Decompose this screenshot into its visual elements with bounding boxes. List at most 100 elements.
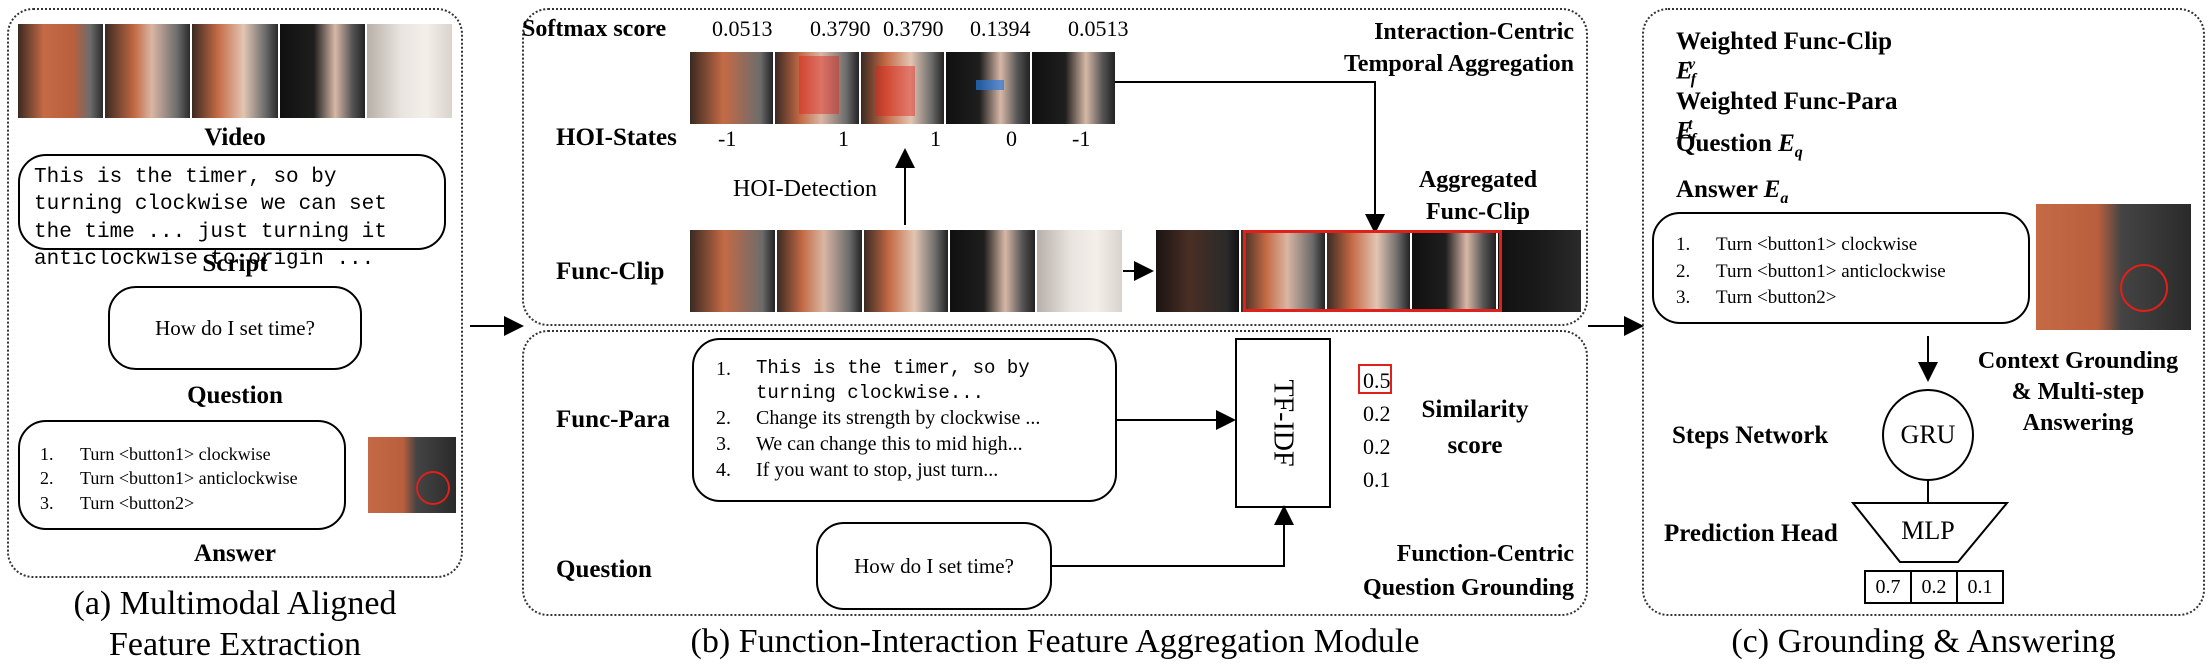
func-clip-frame [776,230,862,312]
similarity-scores: 0.5 0.2 0.2 0.1 [1358,364,1408,496]
steps-label: Steps Network [1672,422,1829,449]
hoi-detection-box [874,66,915,116]
context-line1: Context Grounding [1977,348,2179,374]
hoi-states: -1 1 1 0 -1 [690,126,1115,154]
weighted-para-sup: t [1688,116,1693,133]
answer-sub: a [1780,190,1789,207]
panel-b-bottom [522,330,1588,616]
answer-thumbnail-c [2036,204,2191,330]
tca-line2: Temporal Aggregation [1343,51,1574,78]
aggregated-line1: Aggregated [1418,167,1538,193]
aggregated-frame [1241,230,1325,312]
answer-num-c: 1. [1676,234,1691,255]
prediction-label: Prediction Head [1664,520,1838,547]
question-label-c: Question [1676,130,1772,157]
func-para-box: 1. This is the timer, so by turning clock… [692,338,1117,502]
arrow-to-aggregated [1115,81,1385,234]
func-clip-frame [950,230,1036,312]
video-label: Video [204,124,266,151]
answer-num: 1. [40,444,54,464]
hoi-detection-box [976,80,1005,90]
similarity-highlight [1358,364,1392,394]
caption-a-line2: Feature Extraction [108,625,362,663]
output-cell: 0.7 [1864,570,1912,604]
aggregated-frame [1412,230,1496,312]
weighted-clip-label: Weighted Func-Clip [1676,28,1892,55]
answer-item-c: 1.Turn <button1> clockwise [1676,232,2028,259]
aggregated-frame [1156,230,1240,312]
answer-text: Turn <button1> anticlockwise [80,468,298,489]
softmax-score: 0.0513 [1068,16,1129,41]
video-frame [18,24,104,118]
answer-num-c: 2. [1676,260,1691,282]
highlight-box [2120,264,2168,312]
context-line2: & Multi-step [2011,379,2145,406]
highlight-box [416,471,450,505]
caption-c: (c) Grounding & Answering [1731,623,2116,660]
softmax-score: 0.3790 [810,16,871,41]
weighted-para-sub: f [1690,131,1697,149]
aggregated-frame [1497,230,1582,312]
arrow-question-to-tfidf [1050,505,1294,567]
panel-c [1642,8,2205,616]
panel-b-top [522,8,1588,326]
func-clip-strip [690,230,1122,312]
hoi-state: 1 [838,126,849,151]
context-line3: Answering [2022,410,2134,437]
func-para-num: 4. [716,459,731,482]
script-box: This is the timer, so by turning clockwi… [18,154,446,271]
gru-label: GRU [1900,420,1956,449]
answer-num: 3. [40,492,54,513]
caption-a: (a) Multimodal Aligned Feature Extractio… [0,584,470,666]
aggregated-line2: Func-Clip [1425,199,1530,226]
context-label: Context Grounding & Multi-step Answering [1950,346,2206,440]
answer-symbol: E [1763,176,1781,203]
question-symbol: E [1778,130,1795,157]
answer-text: Turn <button2> [80,492,195,513]
question-text-b: How do I set time? [854,553,1014,578]
hoi-frame [690,52,774,124]
answer-item: 3. Turn <button2> [40,491,344,515]
similarity-score: 0.5 [1358,364,1408,397]
caption-a-line1: (a) Multimodal Aligned [73,585,397,622]
hoi-states-label: HOI-States [556,124,677,151]
answer-item: 1.Turn <button1> clockwise [40,442,344,466]
answer-item-c: 3.Turn <button2> [1676,285,2028,312]
similarity-label: Similarity score [1412,392,1538,465]
answer-label-c: Answer [1676,176,1758,203]
similarity-line1: Similarity [1421,396,1529,423]
func-para-text: If you want to stop, just turn... [756,459,999,482]
hoi-detection-box [799,56,840,114]
answer-label-a: Answer [194,540,276,567]
similarity-score: 0.1 [1363,467,1391,492]
question-text-a: How do I set time? [155,315,315,340]
weighted-para-row: Weighted Func-Para Eft [1676,88,1920,149]
func-para-text: This is the timer, so by turning clockwi… [756,357,1030,404]
mlp-label: MLP [1901,516,1955,545]
func-clip-label: Func-Clip [556,258,665,285]
softmax-scores: 0.0513 0.3790 0.3790 0.1394 0.0513 [708,16,1129,46]
question-label-b: Question [556,556,652,583]
fcq-label: Function-Centric Question Grounding [1300,538,1574,605]
tca-label: Interaction-Centric Temporal Aggregation [1250,16,1574,81]
fcq-line2: Question Grounding [1363,574,1574,601]
hoi-frame [860,52,945,124]
weighted-clip-sup: v [1688,56,1696,73]
softmax-score: 0.3790 [883,16,944,41]
hoi-frame-strip [690,52,1116,124]
weighted-clip-symbol: E [1676,57,1693,85]
similarity-line2: score [1447,432,1503,460]
video-frame [105,24,191,118]
output-cell: 0.1 [1958,570,2004,604]
output-cells: 0.7 0.2 0.1 [1864,570,2004,604]
script-label: Script [202,250,268,277]
tfidf-box: TF-IDF [1235,338,1331,508]
script-text: This is the timer, so by turning clockwi… [34,166,387,271]
video-frame [279,24,365,118]
answer-box-c: 1.Turn <button1> clockwise 2.Turn <butto… [1652,212,2030,324]
similarity-score: 0.2 [1363,434,1391,459]
aggregated-label: Aggregated Func-Clip [1380,164,1576,229]
video-strip [18,24,453,118]
func-para-num: 1. [716,358,731,380]
